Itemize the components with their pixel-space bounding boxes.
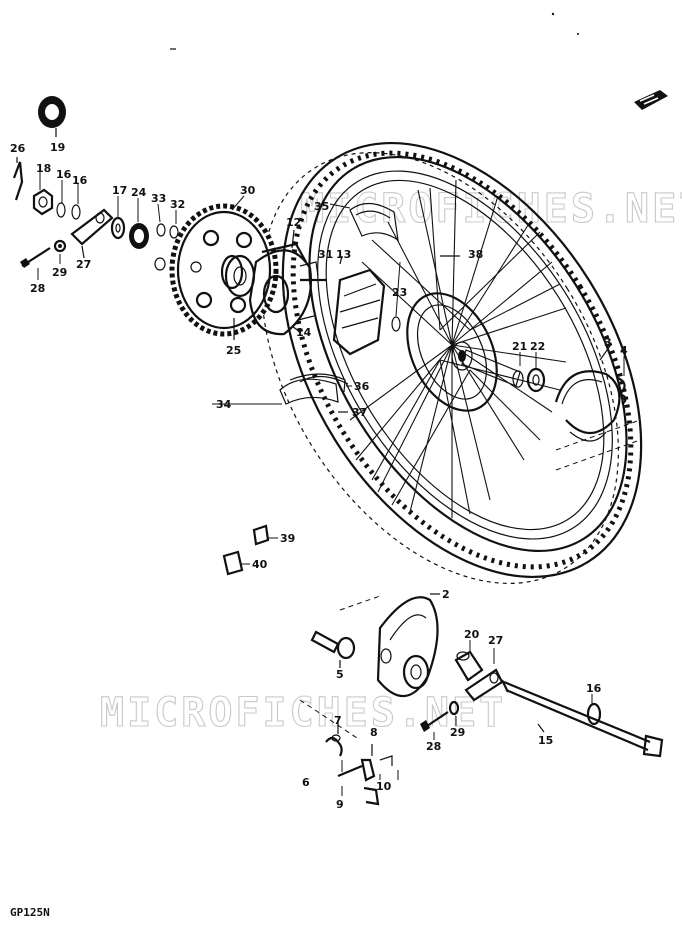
hub-axle-spacer xyxy=(461,349,546,393)
part-washer-16 xyxy=(56,202,81,220)
label-7: 7 xyxy=(334,714,342,727)
part-brake-shoes-3 xyxy=(554,345,621,442)
label-10: 10 xyxy=(376,780,392,793)
spokes xyxy=(349,179,567,518)
part-spacer-20 xyxy=(454,650,484,682)
label-40: 40 xyxy=(252,558,268,571)
part-nut-29 xyxy=(53,239,67,253)
label-9: 9 xyxy=(336,798,344,811)
label-14: 14 xyxy=(296,326,312,339)
label-16a: 16 xyxy=(56,168,72,181)
label-16c: 16 xyxy=(586,682,602,695)
part-balancer-40 xyxy=(222,550,244,576)
label-23: 23 xyxy=(392,286,407,299)
part-nut-29b xyxy=(448,700,460,716)
label-31: 31 xyxy=(318,248,333,261)
label-27b: 27 xyxy=(488,634,503,647)
part-spring-4 xyxy=(617,377,627,405)
model-code: GP125N xyxy=(10,906,50,919)
part-chain-adjuster-27 xyxy=(70,208,114,259)
label-29a: 29 xyxy=(52,266,67,279)
part-cam-5 xyxy=(310,630,356,668)
part-cap-19 xyxy=(38,96,66,137)
label-36: 36 xyxy=(354,380,370,393)
part-brake-panel-2 xyxy=(376,593,440,698)
label-15: 15 xyxy=(538,734,553,747)
label-5: 5 xyxy=(336,668,344,681)
label-19: 19 xyxy=(50,141,65,154)
part-brake-arm-set xyxy=(325,722,393,806)
part-balancer-39 xyxy=(252,524,270,546)
label-20: 20 xyxy=(464,628,480,641)
part-sprocket-30 xyxy=(169,203,279,337)
part-bolt-28b xyxy=(420,711,449,732)
label-2: 2 xyxy=(442,588,450,601)
label-3: 3 xyxy=(604,336,612,349)
part-cotter-pin-26 xyxy=(12,157,24,201)
part-tube-36 xyxy=(299,375,349,385)
part-cushion-13 xyxy=(332,255,386,356)
label-21: 21 xyxy=(512,340,527,353)
part-bolt-28 xyxy=(20,247,51,268)
label-39: 39 xyxy=(280,532,295,545)
label-24: 24 xyxy=(131,186,147,199)
label-6: 6 xyxy=(302,776,310,789)
label-12: 12 xyxy=(286,216,301,229)
label-34: 34 xyxy=(216,398,232,411)
label-27a: 27 xyxy=(76,258,91,271)
part-washer-23 xyxy=(391,316,401,332)
label-22: 22 xyxy=(530,340,545,353)
label-26: 26 xyxy=(10,142,26,155)
label-16b: 16 xyxy=(72,174,88,187)
part-labels: 19 26 18 16 16 17 24 33 32 30 12 31 13 3… xyxy=(10,141,628,811)
direction-arrow-icon xyxy=(634,90,668,110)
label-25: 25 xyxy=(226,344,241,357)
part-nut-18 xyxy=(32,188,54,216)
label-18: 18 xyxy=(36,162,51,175)
label-8: 8 xyxy=(370,726,378,739)
label-30: 30 xyxy=(240,184,256,197)
label-28b: 28 xyxy=(426,740,441,753)
label-29b: 29 xyxy=(450,726,465,739)
label-4: 4 xyxy=(620,344,628,357)
label-13: 13 xyxy=(336,248,351,261)
label-33: 33 xyxy=(151,192,166,205)
label-38: 38 xyxy=(468,248,483,261)
part-circlip-32 xyxy=(154,225,179,271)
tire-section-top xyxy=(349,202,399,242)
tire xyxy=(261,141,643,584)
label-37: 37 xyxy=(352,406,367,419)
part-seal-33 xyxy=(156,223,166,237)
part-bearing-24 xyxy=(129,223,149,249)
watermark-bottom: MICROFICHES.NET xyxy=(100,690,506,736)
label-35: 35 xyxy=(314,200,329,213)
label-28a: 28 xyxy=(30,282,45,295)
label-32: 32 xyxy=(170,198,185,211)
label-17: 17 xyxy=(112,184,127,197)
part-spacer-17 xyxy=(110,216,126,240)
leader-lines xyxy=(37,172,625,796)
part-drum-flange-12 xyxy=(248,229,319,336)
part-axle-15 xyxy=(501,679,664,758)
wheel-rim xyxy=(317,170,613,540)
